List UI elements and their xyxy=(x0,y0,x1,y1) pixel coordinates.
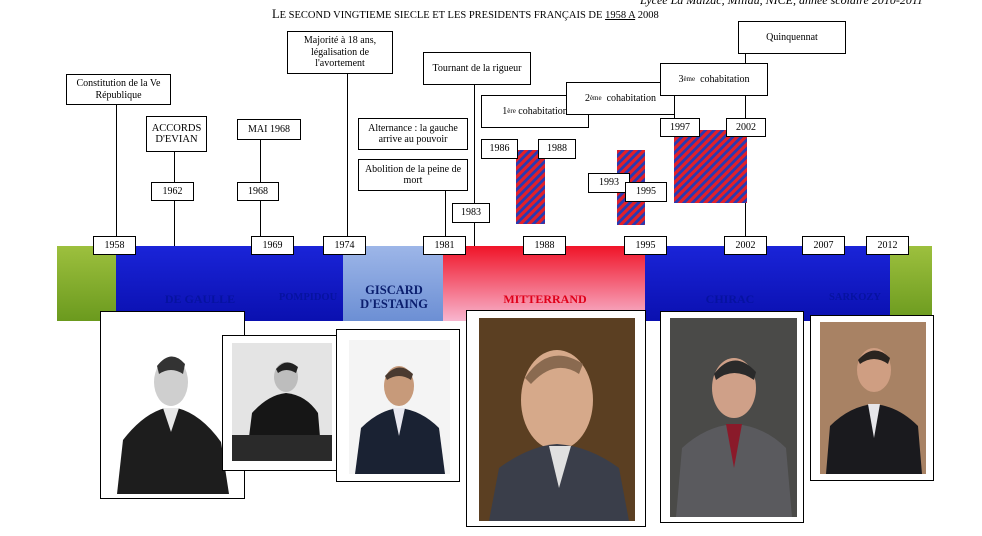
title-underlined: 1958 A xyxy=(605,10,636,21)
event-mai-68: MAI 1968 xyxy=(237,119,301,140)
portrait-image xyxy=(670,318,797,517)
event-abolition: Abolition de la peine de mort xyxy=(358,159,468,191)
band-pompidou xyxy=(275,246,343,321)
president-label-pompidou: POMPIDOU xyxy=(278,292,338,303)
president-label-giscard: GISCARD D'ESTAING xyxy=(360,283,428,311)
event-quinquennat: Quinquennat xyxy=(738,21,846,54)
connector-line xyxy=(445,190,446,246)
coh2-start-year: 1993 xyxy=(588,173,630,193)
president-label-sarkozy: SARKOZY xyxy=(829,292,881,303)
axis-year-1995: 1995 xyxy=(624,236,667,255)
band-end xyxy=(890,246,932,321)
axis-year-2002: 2002 xyxy=(724,236,767,255)
coh1-number: 1 xyxy=(502,105,508,117)
president-label-mitterrand: MITTERRAND xyxy=(503,292,587,306)
axis-year-1969: 1969 xyxy=(251,236,294,255)
header-school-info: Lycée La Malzac, Millau, NICE, année sco… xyxy=(640,0,923,7)
event-evian-year: 1962 xyxy=(151,182,194,201)
coh3-number: 3 xyxy=(678,73,684,85)
coh2-label: cohabitation xyxy=(606,92,657,104)
coh1-superscript: ère xyxy=(507,106,516,115)
cohabitation-bar-1 xyxy=(516,150,545,224)
axis-year-1981: 1981 xyxy=(423,236,466,255)
band-chirac xyxy=(645,246,821,321)
coh1-label: cohabitation xyxy=(518,105,568,117)
axis-year-2012: 2012 xyxy=(866,236,909,255)
coh3-end-year: 2002 xyxy=(726,118,766,137)
portrait-image xyxy=(479,318,635,521)
photo-sarkozy xyxy=(810,315,934,481)
axis-year-1988: 1988 xyxy=(523,236,566,255)
connector-line xyxy=(474,85,475,246)
coh2-end-year: 1995 xyxy=(625,182,667,202)
axis-year-2007: 2007 xyxy=(802,236,845,255)
title-main: E SECOND VINGTIEME SIECLE ET LES PRESIDE… xyxy=(279,10,606,21)
event-alternance: Alternance : la gauche arrive au pouvoir xyxy=(358,118,468,150)
portrait-image xyxy=(113,322,234,494)
portrait-image xyxy=(349,340,450,474)
band-de-gaulle xyxy=(116,246,275,321)
connector-line xyxy=(116,104,117,242)
portrait-image xyxy=(820,322,926,474)
band-mitterrand xyxy=(443,246,645,321)
event-mai-68-year: 1968 xyxy=(237,182,279,201)
title-end: 2008 xyxy=(635,10,659,21)
band-giscard xyxy=(343,246,443,321)
title-initial: L xyxy=(272,7,280,21)
event-rigueur-year: 1983 xyxy=(452,203,490,223)
event-rigueur: Tournant de la rigueur xyxy=(423,52,531,85)
event-majorite-18: Majorité à 18 ans, légalisation de l'avo… xyxy=(287,31,393,74)
page-title: LE SECOND VINGTIEME SIECLE ET LES PRESID… xyxy=(272,7,659,22)
axis-year-1974: 1974 xyxy=(323,236,366,255)
president-label-de-gaulle: DE GAULLE xyxy=(164,292,236,306)
coh2-superscript: ème xyxy=(589,93,602,102)
photo-pompidou xyxy=(222,335,340,471)
event-constitution: Constitution de la Ve République xyxy=(66,74,171,105)
coh1-end-year: 1988 xyxy=(538,139,576,159)
coh1-start-year: 1986 xyxy=(481,139,518,159)
band-start xyxy=(57,246,116,321)
photo-chirac xyxy=(660,311,804,523)
president-label-chirac: CHIRAC xyxy=(705,292,755,306)
photo-de-gaulle xyxy=(100,311,245,499)
connector-line xyxy=(347,74,348,246)
coh2-number: 2 xyxy=(584,92,590,104)
portrait-image xyxy=(232,343,332,461)
cohabitation-bar-3 xyxy=(674,130,747,203)
photo-giscard xyxy=(336,329,460,482)
photo-mitterrand xyxy=(466,310,646,527)
coh3-label: cohabitation xyxy=(700,73,750,85)
band-sarkozy xyxy=(821,246,890,321)
coh3-start-year: 1997 xyxy=(660,118,700,137)
coh3-superscript: ème xyxy=(683,74,696,83)
event-accords-evian: ACCORDS D'EVIAN xyxy=(146,116,207,152)
axis-year-1958: 1958 xyxy=(93,236,136,255)
